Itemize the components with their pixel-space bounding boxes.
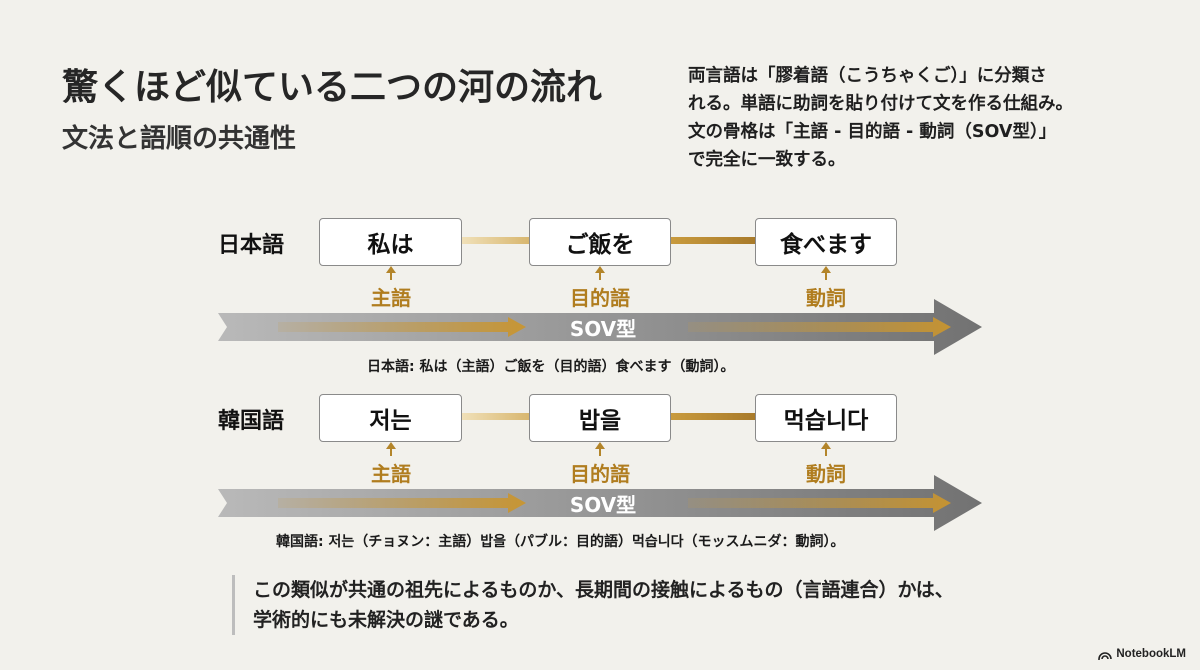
role-subject: 主語 — [371, 286, 411, 310]
note-line: この類似が共通の祖先によるものか、長期間の接触によるもの（言語連合）かは、 — [253, 579, 954, 601]
connector-line — [670, 413, 756, 420]
lang-label-japanese: 日本語 — [218, 233, 285, 258]
word-subject: 저는 — [319, 394, 462, 442]
sov-label: SOV型 — [569, 493, 637, 517]
intro-line: れる。単語に助詞を貼り付けて文を作る仕組み。 — [688, 94, 1073, 114]
word-subject: 私は — [319, 218, 462, 266]
up-arrow-icon — [595, 266, 605, 280]
note-line: 学術的にも未解決の謎である。 — [253, 609, 519, 631]
page-subtitle: 文法と語順の共通性 — [62, 124, 297, 154]
up-arrow-icon — [595, 442, 605, 456]
connector-line — [462, 237, 530, 244]
conclusion-note: この類似が共通の祖先によるものか、長期間の接触によるもの（言語連合）かは、 学術… — [232, 575, 992, 635]
sov-label: SOV型 — [569, 317, 637, 341]
role-object: 目的語 — [570, 462, 630, 486]
connector-line — [670, 237, 756, 244]
notebooklm-icon — [1098, 651, 1113, 660]
role-verb: 動詞 — [806, 462, 846, 486]
word-object: 밥을 — [529, 394, 671, 442]
sov-flow-arrow: SOV型 — [218, 473, 988, 533]
role-verb: 動詞 — [806, 286, 846, 310]
brand-logo: NotebookLM — [1098, 648, 1186, 660]
up-arrow-icon — [386, 266, 396, 280]
intro-line: で完全に一致する。 — [688, 150, 846, 170]
lang-label-korean: 韓国語 — [218, 409, 285, 434]
intro-line: 文の骨格は「主語 - 目的語 - 動詞（SOV型）」 — [688, 122, 1057, 142]
intro-text: 両言語は「膠着語（こうちゃくご）」に分類さ れる。単語に助詞を貼り付けて文を作る… — [688, 62, 1158, 174]
intro-line: 両言語は「膠着語（こうちゃくご）」に分類さ — [688, 66, 1047, 86]
page-title: 驚くほど似ている二つの河の流れ — [62, 66, 603, 108]
brand-name: NotebookLM — [1116, 648, 1186, 660]
example-caption: 韓国語: 저는（チョヌン：主語）밥을（パブル：目的語）먹습니다（モッスムニダ：動… — [276, 534, 845, 550]
sov-flow-arrow: SOV型 — [218, 297, 988, 357]
up-arrow-icon — [821, 266, 831, 280]
example-caption: 日本語: 私は（主語）ご飯を（目的語）食べます（動詞）。 — [367, 359, 735, 375]
role-object: 目的語 — [570, 286, 630, 310]
role-subject: 主語 — [371, 462, 411, 486]
word-object: ご飯を — [529, 218, 671, 266]
connector-line — [462, 413, 530, 420]
up-arrow-icon — [821, 442, 831, 456]
word-verb: 먹습니다 — [755, 394, 897, 442]
word-verb: 食べます — [755, 218, 897, 266]
up-arrow-icon — [386, 442, 396, 456]
